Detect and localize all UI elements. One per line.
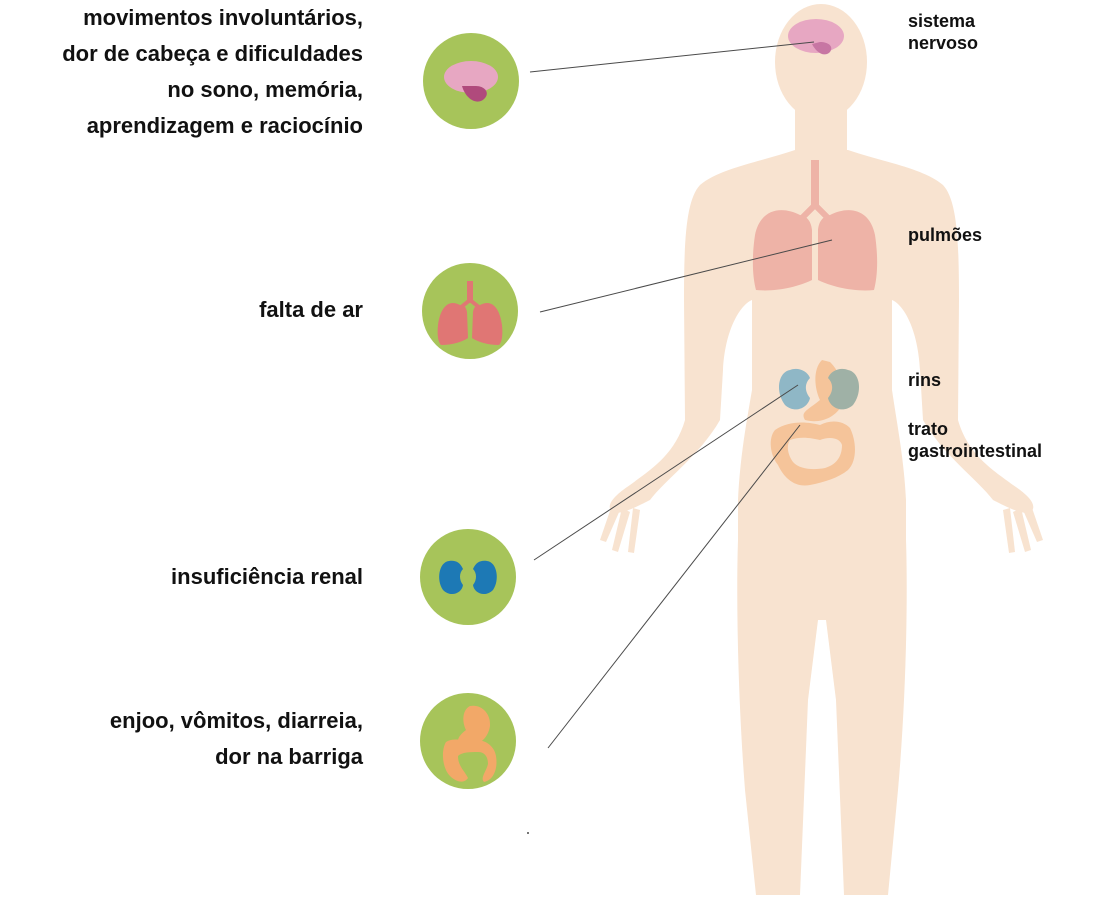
organ-label-line: pulmões (908, 224, 982, 246)
stray-dot (527, 832, 529, 834)
organ-label-line: nervoso (908, 32, 978, 54)
organ-label-line: trato (908, 418, 1042, 440)
symptom-nervous-line: movimentos involuntários, (62, 0, 363, 36)
organ-label-kidneys: rins (908, 369, 941, 391)
symptom-nervous-line: no sono, memória, (62, 72, 363, 108)
symptom-gi-line: enjoo, vômitos, diarreia, (110, 703, 363, 739)
symptom-kidneys-text: insuficiência renal (171, 559, 363, 595)
symptom-kidneys-line: insuficiência renal (171, 559, 363, 595)
circle-kidneys (420, 529, 516, 625)
symptom-lungs-text: falta de ar (259, 292, 363, 328)
symptom-nervous-line: aprendizagem e raciocínio (62, 108, 363, 144)
organ-label-gi: trato gastrointestinal (908, 418, 1042, 462)
organ-label-line: gastrointestinal (908, 440, 1042, 462)
circle-brain (423, 33, 519, 129)
symptom-gi-text: enjoo, vômitos, diarreia, dor na barriga (110, 703, 363, 775)
symptom-nervous-line: dor de cabeça e dificuldades (62, 36, 363, 72)
circle-lungs (422, 263, 518, 359)
organ-label-line: rins (908, 369, 941, 391)
symptom-nervous-text: movimentos involuntários, dor de cabeça … (62, 0, 363, 144)
organ-label-nervous: sistema nervoso (908, 10, 978, 54)
leader-line-nervous (530, 42, 814, 72)
organ-label-lungs: pulmões (908, 224, 982, 246)
organ-label-line: sistema (908, 10, 978, 32)
circle-intestine (420, 693, 516, 789)
symptom-gi-line: dor na barriga (110, 739, 363, 775)
symptom-lungs-line: falta de ar (259, 292, 363, 328)
